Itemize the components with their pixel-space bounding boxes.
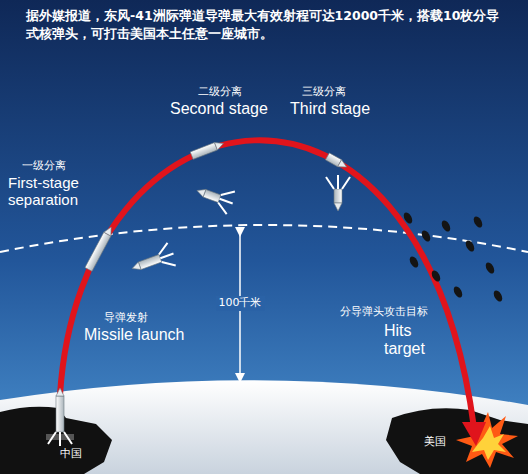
- rocket-nose: [56, 388, 64, 396]
- launch-label-zh: 导弹发射: [104, 312, 148, 325]
- trajectory-arc: [60, 140, 474, 428]
- stage-label: Third stage: [290, 100, 370, 118]
- rocket-body: [85, 232, 111, 271]
- title-note: 据外媒报道，东风-41洲际弹道导弹最大有效射程可达12000千米，搭载10枚分导…: [26, 7, 506, 43]
- rocket-body: [203, 190, 221, 203]
- rocket-fins: [326, 175, 350, 189]
- rocket-nose: [215, 140, 225, 150]
- stage-label-zh: 二级分离: [198, 86, 242, 99]
- rocket-body: [334, 189, 342, 203]
- usa-land: [386, 408, 528, 474]
- stage-label-zh: 一级分离: [22, 160, 66, 173]
- rocket-nose: [196, 187, 206, 197]
- launch-label: Missile launch: [84, 326, 184, 344]
- rocket-nose: [131, 262, 141, 272]
- warhead: [484, 261, 496, 275]
- altitude-label: 100千米: [216, 296, 265, 311]
- rocket-nose: [104, 225, 115, 236]
- stage-label-zh: 三级分离: [302, 86, 346, 99]
- explosion: [456, 412, 518, 468]
- rocket-nose: [338, 160, 349, 171]
- rocket-body: [190, 143, 217, 160]
- warhead: [492, 289, 504, 303]
- rocket-fins: [215, 187, 236, 214]
- rocket-body: [138, 254, 161, 269]
- warhead: [420, 229, 432, 243]
- stage-label: First-stage separation: [8, 174, 100, 209]
- warhead: [408, 255, 420, 269]
- warhead: [430, 269, 442, 283]
- rocket-fins: [156, 242, 177, 269]
- warhead: [464, 239, 476, 253]
- earth-surface: [0, 380, 528, 474]
- target-label: Hits target: [384, 322, 434, 359]
- warhead: [402, 211, 414, 225]
- trajectory-arrowhead: [462, 422, 486, 446]
- target-label-zh: 分导弹头攻击目标: [340, 306, 428, 319]
- warhead: [452, 285, 464, 299]
- country-label: 美国: [424, 436, 446, 449]
- stage-label: Second stage: [170, 100, 268, 118]
- warhead: [472, 215, 484, 229]
- rocket-body: [56, 396, 64, 432]
- warhead: [440, 219, 452, 233]
- rocket-fins: [48, 432, 72, 446]
- rocket-nose: [334, 203, 342, 211]
- country-label: 中国: [60, 448, 82, 461]
